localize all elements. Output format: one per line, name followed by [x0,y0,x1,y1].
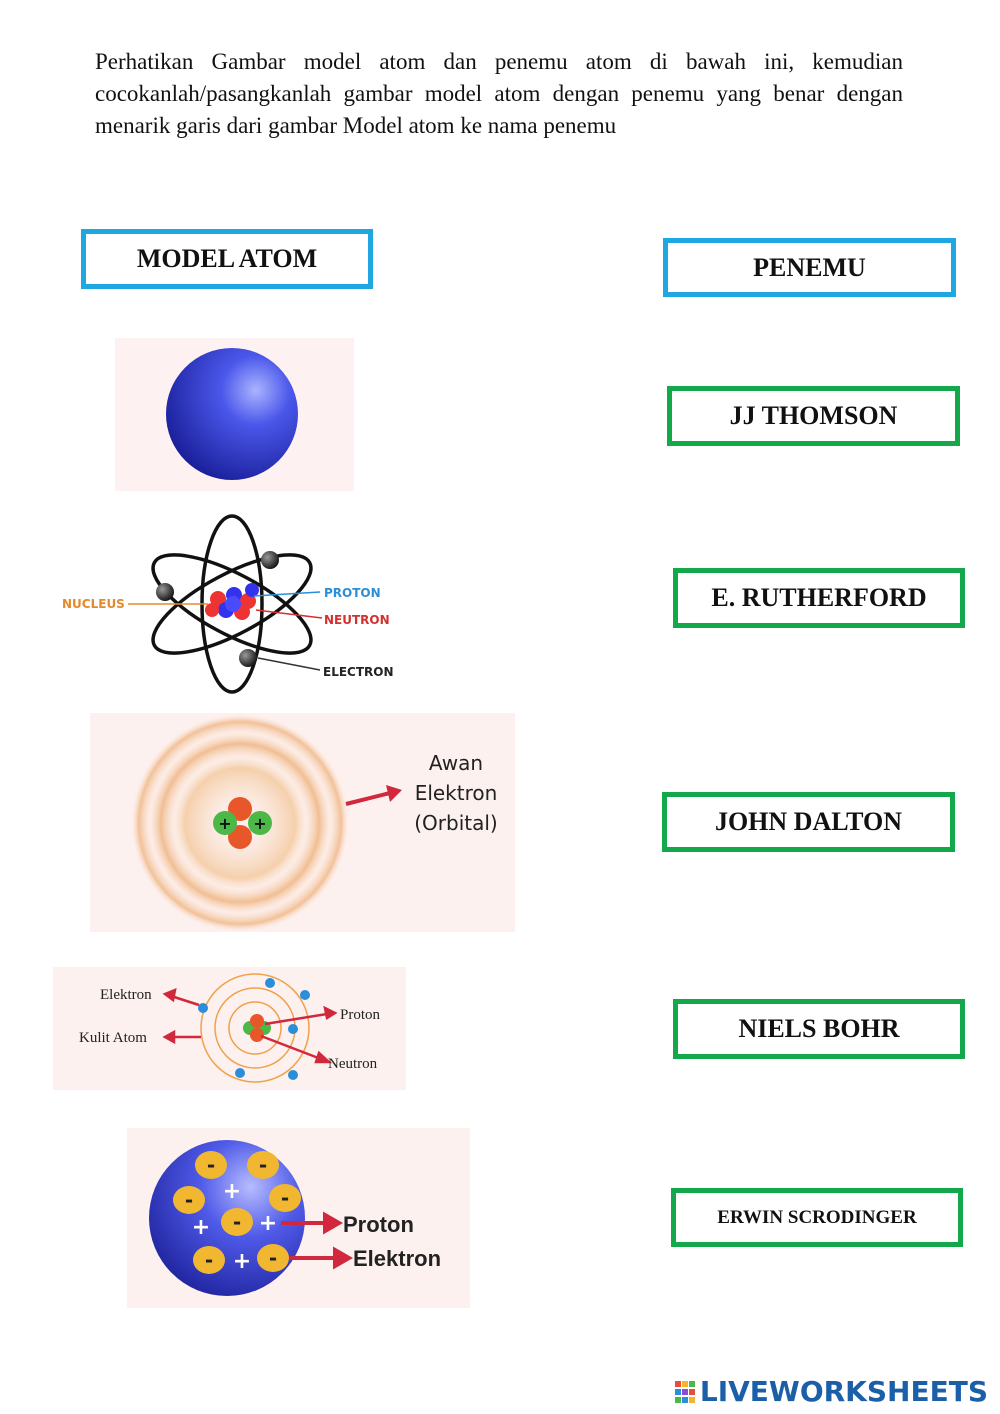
label-elektron: Elektron [415,781,498,805]
svg-text:+: + [218,814,231,833]
svg-text:+: + [253,814,266,833]
inventor-label: ERWIN SCRODINGER [717,1206,917,1228]
label-nucleus: NUCLEUS [62,597,125,611]
instructions-text: Perhatikan Gambar model atom dan penemu … [95,49,903,138]
svg-text:+: + [233,1249,251,1274]
penemu-header: PENEMU [663,238,956,297]
label-proton: PROTON [324,586,381,600]
rutherford-atom-image[interactable]: NUCLEUS PROTON NEUTRON ELECTRON [58,510,403,698]
svg-text:-: - [281,1186,289,1210]
label-bohr-elektron: Elektron [100,987,152,1003]
liveworksheets-logo[interactable]: LIVEWORKSHEETS [674,1375,988,1408]
brand-text: LIVEWORKSHEETS [699,1375,988,1408]
inventor-jj-thomson[interactable]: JJ THOMSON [667,386,960,446]
svg-text:-: - [259,1153,267,1177]
label-bohr-neutron: Neutron [328,1056,378,1072]
label-thomson-proton: Proton [343,1212,414,1237]
liveworksheets-icon [674,1380,695,1403]
label-awan: Awan [429,751,483,775]
inventor-john-dalton[interactable]: JOHN DALTON [662,792,955,852]
svg-text:+: + [223,1179,241,1204]
svg-text:-: - [205,1248,213,1272]
dalton-sphere-image[interactable] [115,338,354,491]
label-bohr-proton: Proton [340,1007,381,1023]
svg-text:-: - [185,1188,193,1212]
inventor-label: E. RUTHERFORD [711,583,927,612]
inventor-rutherford[interactable]: E. RUTHERFORD [673,568,965,628]
schrodinger-cloud-image[interactable]: + + Awan Elektron (Orbital) [90,713,515,932]
label-orbital: (Orbital) [414,811,497,835]
inventor-erwin-schrodinger[interactable]: ERWIN SCRODINGER [671,1188,963,1247]
svg-text:-: - [233,1210,241,1234]
thomson-plum-pudding-image[interactable]: - - - - - - - + + + + Proton Elektron [127,1128,470,1308]
inventor-label: JJ THOMSON [729,401,898,430]
bohr-atom-image[interactable]: Elektron Kulit Atom Proton Neutron [53,967,406,1090]
svg-text:+: + [192,1215,210,1240]
model-atom-header-label: MODEL ATOM [136,244,318,273]
penemu-header-label: PENEMU [753,252,866,282]
label-electron: ELECTRON [323,665,394,679]
model-atom-header: MODEL ATOM [81,229,373,289]
label-neutron: NEUTRON [324,613,390,627]
inventor-label: NIELS BOHR [738,1014,900,1043]
label-bohr-kulit: Kulit Atom [79,1030,147,1046]
svg-text:-: - [269,1246,277,1270]
svg-text:-: - [207,1153,215,1177]
inventor-niels-bohr[interactable]: NIELS BOHR [673,999,965,1059]
label-thomson-elektron: Elektron [353,1246,441,1271]
svg-text:+: + [259,1211,277,1236]
inventor-label: JOHN DALTON [714,807,903,836]
